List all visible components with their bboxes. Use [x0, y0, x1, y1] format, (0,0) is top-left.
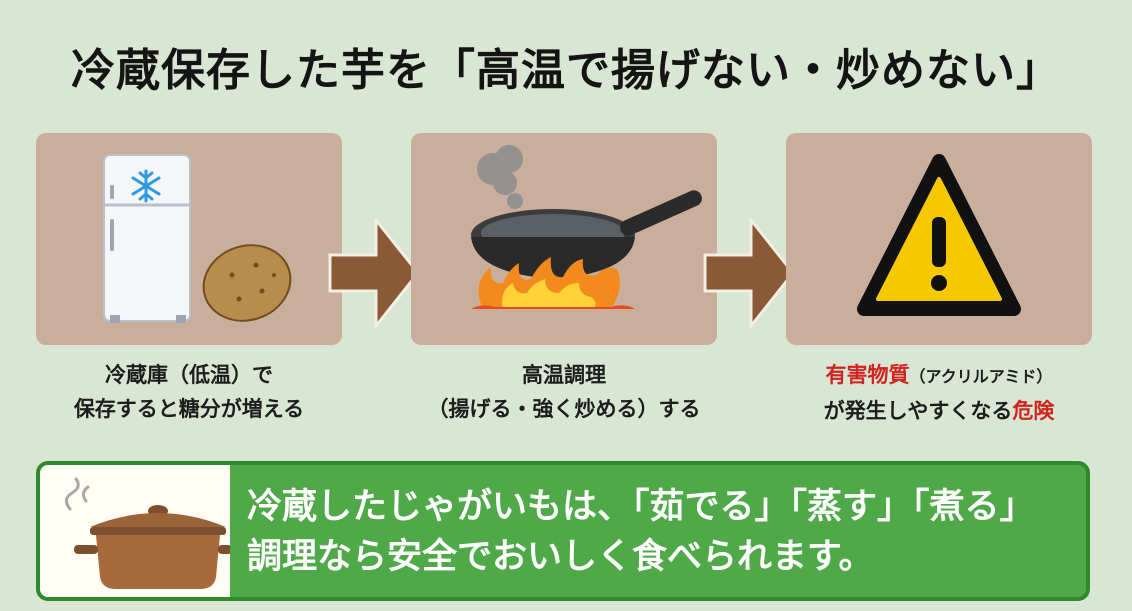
caption-line: 保存すると糖分が増える — [73, 397, 305, 421]
caption-line: が発生しやすくなる危険 — [759, 394, 1119, 428]
caption-line: 有害物質（アクリルアミド） — [759, 358, 1119, 394]
step-caption-refrigerate: 冷蔵庫（低温）で 保存すると糖分が増える — [9, 358, 369, 426]
step-panel-refrigerate — [36, 133, 342, 345]
page-title: 冷蔵保存した芋を「高温で揚げない・炒めない」 — [71, 45, 1061, 96]
arrow-right-icon — [328, 218, 420, 328]
potato-icon — [202, 244, 292, 322]
refrigerator-icon — [103, 154, 292, 323]
caption-line: （揚げる・強く炒める）する — [427, 397, 701, 421]
recommendation-banner: 冷蔵したじゃがいもは、「茹でる」「蒸す」「煮る」 調理なら安全でおいしく食べられ… — [36, 461, 1090, 601]
caption-text: が発生しやすくなる — [823, 399, 1013, 423]
flame-icon — [471, 257, 635, 309]
frying-pan-icon — [471, 145, 702, 309]
danger-label: 危険 — [1012, 399, 1055, 423]
step-panel-danger — [786, 133, 1092, 345]
step-caption-danger: 有害物質（アクリルアミド） が発生しやすくなる危険 — [759, 358, 1119, 428]
acrylamide-label: （アクリルアミド） — [909, 367, 1053, 386]
pot-icon — [65, 477, 232, 589]
harmful-substance-label: 有害物質 — [825, 363, 910, 387]
arrow-right-icon — [703, 218, 795, 328]
warning-icon — [857, 154, 1021, 316]
caption-line: 高温調理 — [522, 363, 606, 387]
step-panel-high-heat — [411, 133, 717, 345]
recommendation-message: 冷蔵したじゃがいもは、「茹でる」「蒸す」「煮る」 調理なら安全でおいしく食べられ… — [247, 482, 1086, 582]
step-caption-high-heat: 高温調理 （揚げる・強く炒める）する — [384, 358, 744, 426]
pot-icon-box — [40, 465, 232, 597]
steam-icon — [477, 145, 526, 222]
recommendation-line: 冷蔵したじゃがいもは、「茹でる」「蒸す」「煮る」 — [247, 487, 1035, 527]
recommendation-line: 調理なら安全でおいしく食べられます。 — [247, 537, 874, 577]
snowflake-icon — [131, 169, 161, 203]
caption-line: 冷蔵庫（低温）で — [105, 363, 273, 387]
steam-icon — [65, 477, 90, 511]
